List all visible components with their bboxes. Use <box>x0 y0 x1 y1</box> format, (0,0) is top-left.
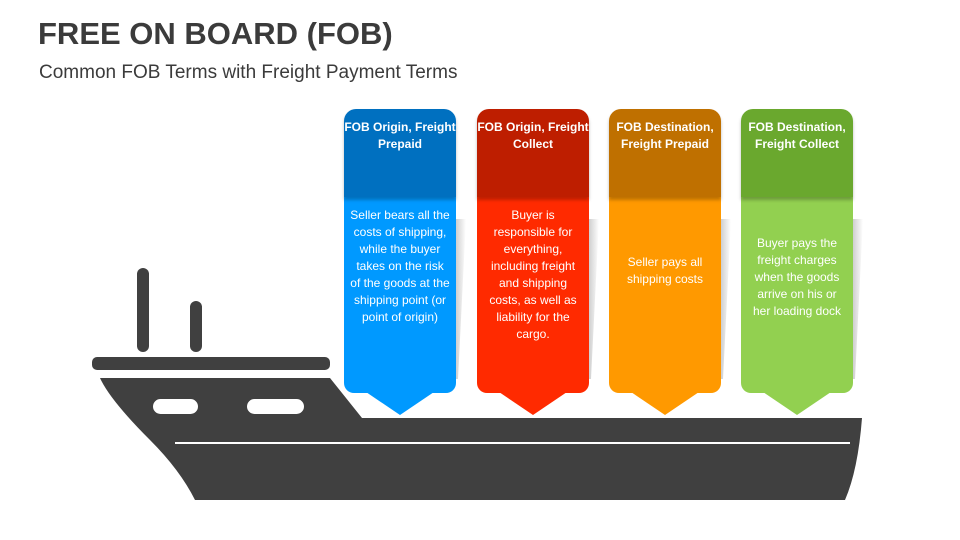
card-fob-destination-freight-prepaid: FOB Destination, Freight Prepaid Seller … <box>609 109 731 415</box>
card-text: Seller pays all shipping costs <box>609 197 721 393</box>
page-subtitle: Common FOB Terms with Freight Payment Te… <box>39 62 458 83</box>
card-arrow <box>631 392 699 415</box>
card-shadow <box>721 219 731 379</box>
card-text: Buyer pays the freight charges when the … <box>741 197 853 393</box>
card-shadow <box>456 219 466 379</box>
card-text: Buyer is responsible for everything, inc… <box>477 197 589 393</box>
card-shadow <box>589 219 599 379</box>
ship-porthole <box>247 399 304 414</box>
card-title: FOB Origin, Freight Prepaid <box>344 109 456 197</box>
card-shadow <box>853 219 863 379</box>
ship-mast-tall <box>137 268 149 352</box>
card-fob-destination-freight-collect: FOB Destination, Freight Collect Buyer p… <box>741 109 863 415</box>
card-title: FOB Origin, Freight Collect <box>477 109 589 197</box>
card-arrow <box>499 392 567 415</box>
card-arrow <box>366 392 434 415</box>
card-fob-origin-freight-collect: FOB Origin, Freight Collect Buyer is res… <box>477 109 599 415</box>
ship-deck <box>92 357 330 370</box>
ship-mast-short <box>190 301 202 352</box>
card-title: FOB Destination, Freight Collect <box>741 109 853 197</box>
ship-porthole <box>153 399 198 414</box>
page-title: FREE ON BOARD (FOB) <box>38 16 393 51</box>
card-fob-origin-freight-prepaid: FOB Origin, Freight Prepaid Seller bears… <box>344 109 466 415</box>
card-title: FOB Destination, Freight Prepaid <box>609 109 721 197</box>
ship-hull-line <box>175 442 850 444</box>
card-arrow <box>763 392 831 415</box>
card-text: Seller bears all the costs of shipping, … <box>344 197 456 393</box>
